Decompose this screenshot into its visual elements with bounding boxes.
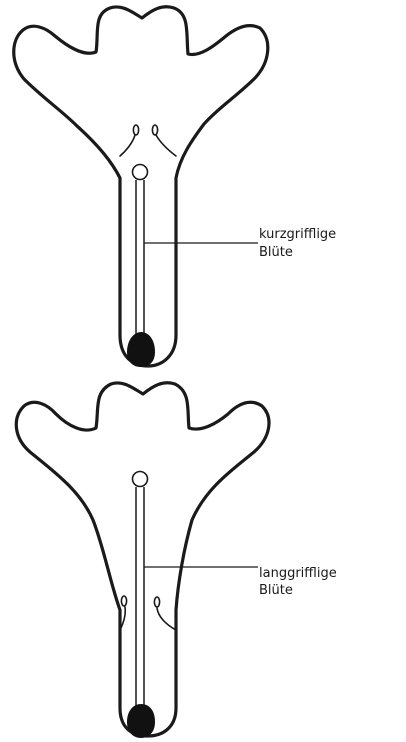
ovary	[127, 704, 155, 738]
stigma	[133, 472, 148, 487]
stamen-right	[157, 608, 176, 630]
anther-left	[121, 596, 126, 606]
ovary	[127, 332, 155, 367]
flower-label-line2: Blüte	[259, 583, 293, 598]
flower-label-line1: langgrifflige	[259, 566, 337, 581]
flower-label-line1: kurzgrifflige	[259, 227, 336, 242]
stamen-right	[156, 135, 176, 156]
anther-right	[154, 597, 159, 607]
anther-left	[133, 125, 138, 135]
flower-label-line2: Blüte	[259, 245, 293, 260]
anther-right	[152, 125, 157, 135]
stamen-left	[120, 135, 135, 156]
long-styled-flower: langgrifflige Blüte	[16, 383, 336, 738]
stigma	[133, 165, 148, 180]
short-styled-flower: kurzgrifflige Blüte	[14, 7, 336, 367]
corolla-outline	[14, 7, 268, 366]
corolla-outline	[16, 383, 269, 736]
